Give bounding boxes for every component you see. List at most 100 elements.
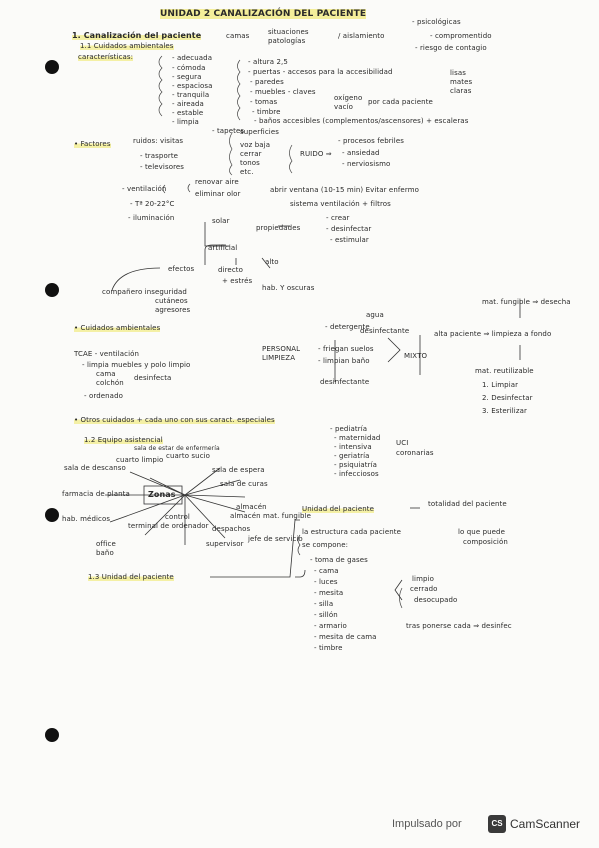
text-mat-fungible: mat. fungible ⇒ desecha xyxy=(482,298,571,306)
label-factores: • Factores xyxy=(74,140,111,148)
text-tcae2: cama xyxy=(96,370,116,378)
text-u8: - timbre xyxy=(314,644,343,652)
text-c2: - cómoda xyxy=(172,64,206,72)
text-agua: agua xyxy=(366,311,384,319)
text-propiedades: propiedades xyxy=(256,224,301,232)
text-ruido3: - nerviosismo xyxy=(342,160,391,168)
text-agresores: agresores xyxy=(155,306,191,314)
text-tras: tras ponerse cada ⇒ desinfec xyxy=(406,622,512,630)
text-ventilacion: - ventilación xyxy=(122,185,167,193)
text-c5: - tranquila xyxy=(172,91,210,99)
text-otros-cuidados: • Otros cuidados + cada uno con sus cara… xyxy=(74,416,275,424)
text-comprometido: - compromentido xyxy=(430,32,492,40)
heading-cuidados-ambientales: 1.1 Cuidados ambientales xyxy=(80,42,174,50)
text-abrir-ventana: abrir ventana (10-15 min) Evitar enfermo xyxy=(270,186,420,194)
text-r7: - baños accesibles (complementos/ascenso… xyxy=(254,117,469,125)
text-renovar: renovar aire xyxy=(195,178,239,186)
text-u3: - mesita xyxy=(314,589,344,597)
text-z5: farmacia de planta xyxy=(62,490,130,498)
text-u4: - silla xyxy=(314,600,334,608)
text-uci: UCI xyxy=(396,439,409,447)
text-ruido2: - ansiedad xyxy=(342,149,380,157)
text-o3: - intensiva xyxy=(334,443,372,451)
text-p2: - limpian baño xyxy=(318,357,370,365)
text-limpio: limpio xyxy=(412,575,434,583)
text-sistema-ventilacion: sistema ventilación + filtros xyxy=(290,200,391,208)
label-caracteristicas: características: xyxy=(78,53,134,61)
text-mat-reutilizable: mat. reutilizable xyxy=(475,367,534,375)
punch-hole xyxy=(45,283,59,297)
text-z11: almacén mat. fungible xyxy=(230,512,311,520)
text-alto: alto xyxy=(265,258,279,266)
text-desinfectar: - desinfectar xyxy=(326,225,372,233)
text-u0: - toma de gases xyxy=(310,556,368,564)
text-z10: almacén xyxy=(236,503,267,511)
page-title: UNIDAD 2 CANALIZACIÓN DEL PACIENTE xyxy=(160,9,367,19)
text-z1: sala de estar de enfermería xyxy=(134,445,220,452)
text-u6: - armario xyxy=(314,622,347,630)
text-tcae1: - limpia muebles y polo limpio xyxy=(82,361,191,369)
text-z20: office xyxy=(96,540,116,548)
text-lisas: lisas xyxy=(450,69,466,77)
text-u1: - cama xyxy=(314,567,339,575)
text-m2: 2. Desinfectar xyxy=(482,394,533,402)
text-c1: - adecuada xyxy=(172,54,213,62)
text-o2: - maternidad xyxy=(334,434,381,442)
text-z6: sala de espera xyxy=(212,466,265,474)
text-oxigeno: oxígeno xyxy=(334,94,363,102)
text-c8: - limpia xyxy=(172,118,199,126)
text-mates: mates xyxy=(450,78,473,86)
text-etc: etc. xyxy=(240,168,254,176)
text-z18: hab. médicos xyxy=(62,515,111,523)
text-limpieza: LIMPIEZA xyxy=(262,354,296,362)
text-o1: - pediatría xyxy=(330,425,368,433)
text-coronarias: coronarias xyxy=(396,449,434,457)
text-c4: - espaciosa xyxy=(172,82,213,90)
text-z7: sala de curas xyxy=(220,480,268,488)
text-p1: - friegan suelos xyxy=(318,345,374,353)
text-o5: - psiquiatría xyxy=(334,461,378,469)
text-iluminacion: - iluminación xyxy=(128,214,175,222)
text-hab-oscuras: hab. Y oscuras xyxy=(262,284,315,292)
text-r2: - puertas - accesos para la accesibilida… xyxy=(248,68,393,76)
text-z2: cuarto limpio xyxy=(116,456,164,464)
text-r4: - muebles - claves xyxy=(250,88,316,96)
text-z3: cuarto sucio xyxy=(166,452,211,460)
text-c3: - segura xyxy=(172,73,202,81)
text-desocupado: desocupado xyxy=(414,596,458,604)
text-secompone: se compone: xyxy=(302,541,349,549)
label-cuidados-ambientales: • Cuidados ambientales xyxy=(74,324,161,332)
text-z19: terminal de ordenador xyxy=(128,522,209,530)
text-vacio: vacío xyxy=(334,103,354,111)
text-tcae: TCAE - ventilación xyxy=(74,350,140,358)
label-zonas: Zonas xyxy=(148,490,176,499)
text-z4: sala de descanso xyxy=(64,464,126,472)
text-claras: claras xyxy=(450,87,472,95)
text-z17: jefe de servicio xyxy=(248,535,303,543)
text-cutaneos: cutáneos xyxy=(155,297,188,305)
text-efectos: efectos xyxy=(168,265,195,273)
text-personal: PERSONAL xyxy=(262,345,301,353)
text-f1: ruidos: visitas xyxy=(133,137,184,145)
text-z8: baño xyxy=(96,549,114,557)
text-tapetes: - tapetes xyxy=(212,127,245,135)
text-mixto: MIXTO xyxy=(404,352,428,360)
text-c7: - estable xyxy=(172,109,204,117)
text-tcae3: colchón xyxy=(96,379,124,387)
text-u5: - sillón xyxy=(314,611,338,619)
text-u7: - mesita de cama xyxy=(314,633,377,641)
text-cerrado: cerrado xyxy=(410,585,438,593)
text-eliminar: eliminar olor xyxy=(195,190,241,198)
camscanner-logo-icon: CS xyxy=(488,815,506,833)
heading-canalizacion: 1. Canalización del paciente xyxy=(72,31,202,40)
text-r5: - tomas xyxy=(250,98,278,106)
text-ruido: RUIDO ⇒ xyxy=(300,150,332,158)
text-r6: - timbre xyxy=(252,108,281,116)
text-camas: camas xyxy=(226,32,250,40)
text-z13: despachos xyxy=(212,525,251,533)
text-o6: - infecciosos xyxy=(334,470,379,478)
text-artificial: artificial xyxy=(208,244,238,252)
text-patologias: patologías xyxy=(268,37,306,45)
